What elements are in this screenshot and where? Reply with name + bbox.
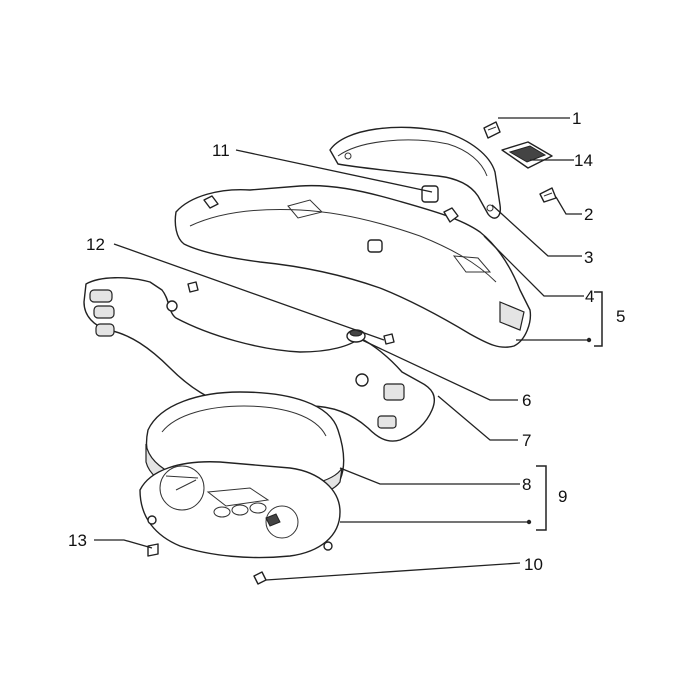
callout-9: 9: [558, 487, 567, 506]
callout-2: 2: [584, 205, 593, 224]
part-13-screw: [147, 543, 159, 557]
leader-10: [265, 562, 521, 581]
leader-11: [235, 149, 433, 193]
part-1-screw: [483, 121, 501, 139]
callout-3: 3: [584, 248, 593, 267]
part-2-screw: [539, 187, 557, 203]
part-10-screw: [253, 571, 267, 585]
leader-7: [437, 395, 518, 441]
part-3-bracket-plate: [329, 126, 502, 219]
callout-8: 8: [522, 475, 531, 494]
leader-3: [491, 204, 582, 257]
leader-lines: [94, 117, 592, 581]
callout-5: 5: [616, 307, 625, 326]
leader-13: [94, 539, 153, 549]
part-12-screw: [187, 281, 395, 345]
part-9-instrument-base: [139, 461, 341, 559]
part-14-badge: [501, 141, 553, 169]
leader-4: [483, 235, 584, 297]
dot-9: [526, 519, 532, 525]
callout-10: 10: [524, 555, 543, 574]
leader-8: [339, 467, 520, 485]
leader-6: [361, 339, 518, 401]
callout-13: 13: [68, 531, 87, 550]
callout-4: 4: [585, 287, 594, 306]
callout-14: 14: [574, 151, 593, 170]
callout-11: 11: [212, 141, 230, 160]
bracket-9: [536, 465, 547, 531]
callout-12: 12: [86, 235, 105, 254]
leader-2: [555, 196, 582, 215]
part-7-lower-housing: [83, 277, 436, 442]
callout-1: 1: [572, 109, 581, 128]
callout-labels: 1 2 3 4 5 6 7 8 9 10 11 12 13 14: [68, 109, 625, 574]
callout-7: 7: [522, 431, 531, 450]
part-4-upper-cover: [174, 184, 532, 348]
part-11-clip: [443, 207, 459, 223]
callout-6: 6: [522, 391, 531, 410]
leader-12: [113, 243, 385, 341]
bracket-5: [594, 291, 603, 347]
dot-5: [586, 337, 592, 343]
part-6-knob: [346, 329, 366, 343]
